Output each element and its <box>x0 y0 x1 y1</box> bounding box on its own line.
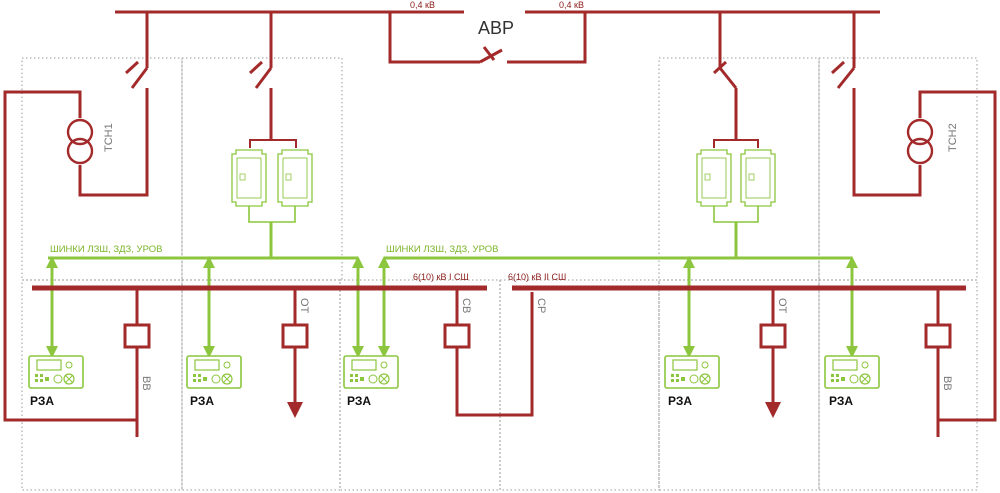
voltage-04-left: 0,4 кВ <box>410 0 435 10</box>
rza-label-5: РЗА <box>829 394 853 408</box>
tsn1-feeder <box>3 12 149 422</box>
bus-04kv <box>115 10 880 64</box>
signal-bus-label-left: ШИНКИ ЛЗШ, ЗДЗ, УРОВ <box>50 244 162 255</box>
bus1-label: 6(10) кВ I СШ <box>413 272 469 282</box>
sr-label: СР <box>535 298 547 313</box>
bus2-label: 6(10) кВ II СШ <box>508 272 566 282</box>
rza-label-3: РЗА <box>347 394 371 408</box>
lower-feeders <box>123 288 952 437</box>
rza-label-2: РЗА <box>190 394 214 408</box>
rza-label-1: РЗА <box>30 394 54 408</box>
load-arrows <box>287 402 781 418</box>
relay-terminal-icon <box>28 355 880 389</box>
arc-sensor-module-icon <box>231 149 776 207</box>
cabinet-frames <box>21 57 978 491</box>
feeder-right-04 <box>712 12 759 148</box>
ot-left-label: ОТ <box>298 298 310 314</box>
avr-label: АВР <box>478 18 514 38</box>
ot-right-label: ОТ <box>776 298 788 314</box>
feeder-left-04 <box>248 12 297 148</box>
signal-buses <box>46 206 858 358</box>
voltage-04-right: 0,4 кВ <box>559 0 584 10</box>
vv-right-label: ВВ <box>941 376 953 391</box>
vv-left-label: ВВ <box>140 376 152 391</box>
tsn1-label: ТСН1 <box>103 123 115 152</box>
sv-label: СВ <box>460 298 472 313</box>
tsn2-label: ТСН2 <box>947 123 959 152</box>
tsn2-feeder <box>830 12 997 422</box>
rza-label-4: РЗА <box>668 394 692 408</box>
signal-bus-label-right: ШИНКИ ЛЗШ, ЗДЗ, УРОВ <box>386 244 498 255</box>
